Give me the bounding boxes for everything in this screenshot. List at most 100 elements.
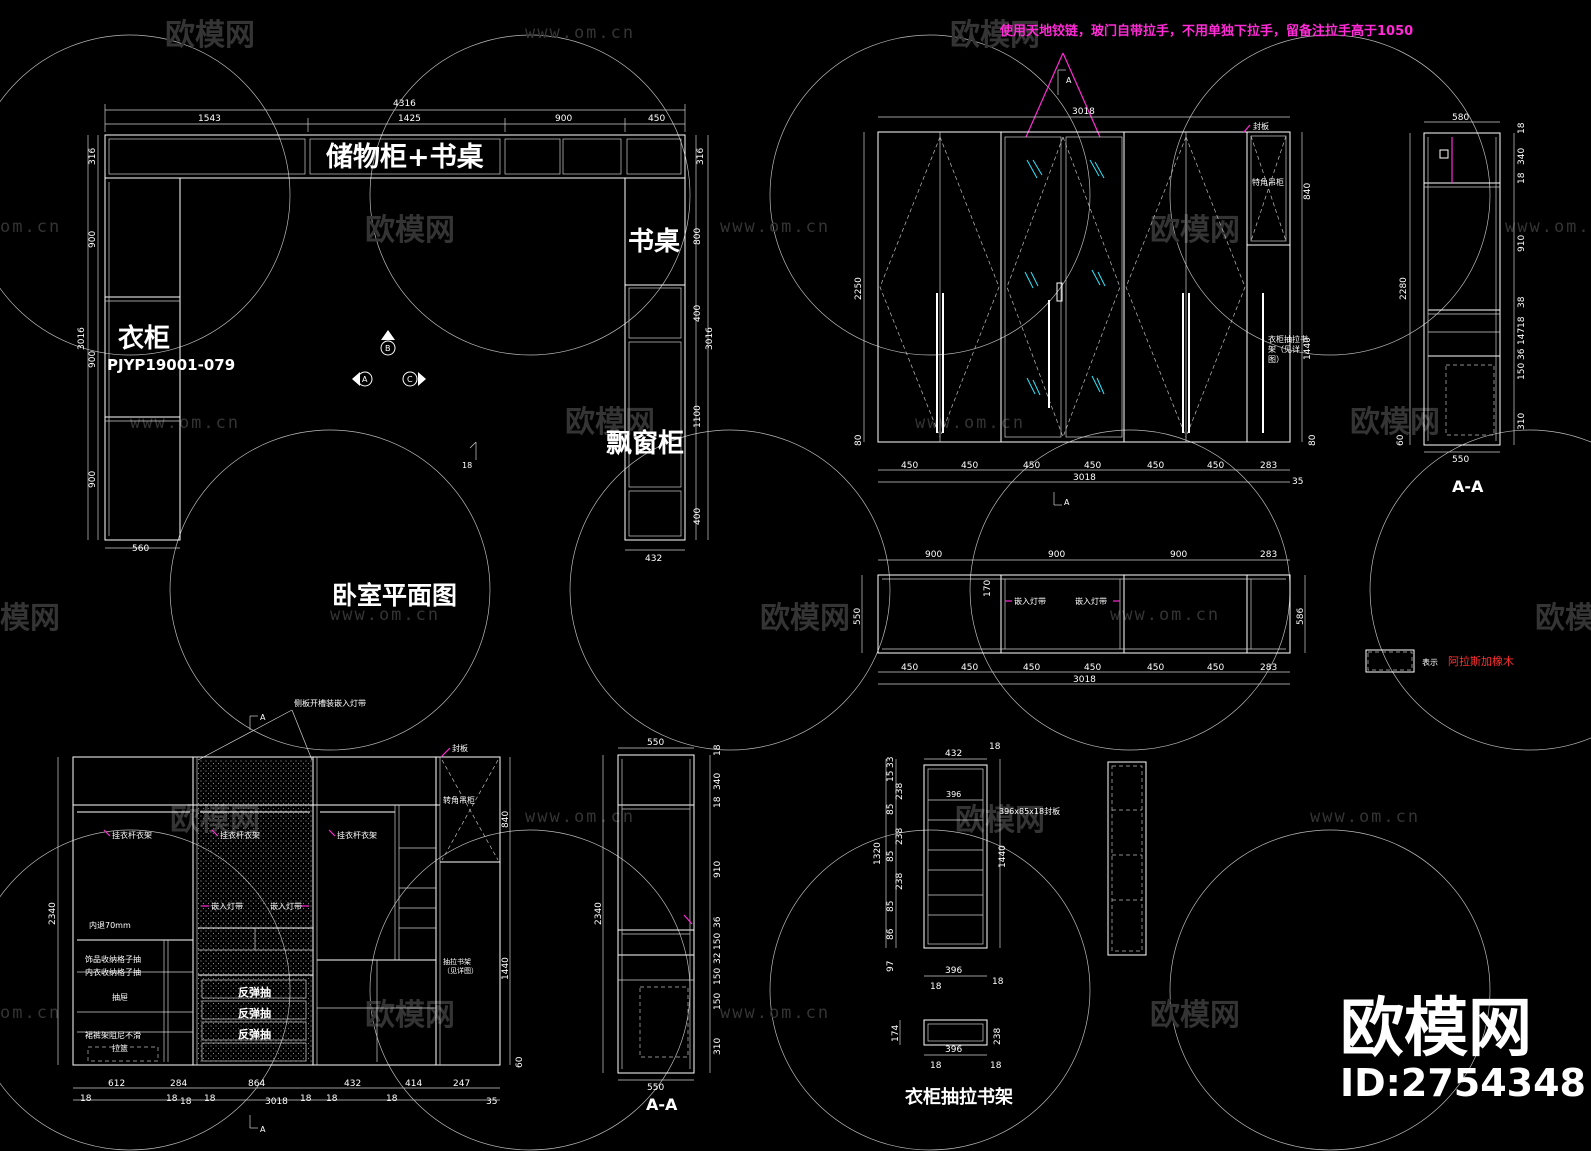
light-strip-label: 嵌入灯带: [270, 901, 302, 911]
dim: 432: [945, 749, 962, 759]
dim: 15: [886, 771, 896, 782]
underwear-drawer-label: 内衣收纳格子抽: [85, 967, 141, 977]
dim: 18: [180, 1097, 192, 1107]
watermark-brand: 模网: [0, 601, 60, 636]
svg-text:C: C: [407, 375, 413, 384]
dim: 174: [891, 1025, 901, 1042]
dim: 18: [80, 1094, 92, 1104]
dim: 450: [1207, 461, 1224, 471]
seal-label: 封板: [452, 743, 468, 753]
svg-text:B: B: [385, 344, 391, 353]
dim: 283: [1260, 550, 1277, 560]
watermark-url: www.om.cn: [1505, 217, 1591, 237]
dim: 85: [886, 901, 896, 912]
dim: 1440: [501, 957, 511, 980]
section-aa-top: 580 550 2280 60 18 340 18 910 38 18 147 …: [1396, 113, 1527, 496]
dim-total: 4316: [393, 99, 416, 109]
dim: 450: [901, 663, 918, 673]
watermark-brand: 欧模网: [760, 601, 850, 636]
dim: 450: [648, 114, 665, 124]
watermark-brand: 欧模网: [950, 18, 1040, 53]
seal-label: 封板: [1253, 121, 1269, 131]
watermark-url: www.om.cn: [1310, 807, 1420, 827]
dim: 450: [961, 461, 978, 471]
drawer-label: 抽屉: [112, 992, 128, 1002]
legend-text: 表示: [1422, 657, 1438, 667]
dim: 150: [713, 933, 723, 950]
watermark-brand: 欧模网: [565, 405, 655, 440]
dim: 900: [1048, 550, 1065, 560]
dim: 800: [693, 228, 703, 245]
dim: 147: [1517, 328, 1527, 345]
dim: 18: [713, 744, 723, 756]
dim: 35: [1292, 477, 1303, 487]
dim: 450: [961, 663, 978, 673]
watermark-url: www.om.cn: [720, 217, 830, 237]
watermark-url: www.om.cn: [130, 413, 240, 433]
dim: 283: [1260, 663, 1277, 673]
trouser-rack-label: 裙裤架阻尼不滑: [85, 1030, 141, 1040]
corner-cabinet-label: 转角吊柜: [443, 795, 475, 805]
dim: 283: [1260, 461, 1277, 471]
dim: 97: [886, 961, 896, 972]
dim: 36: [1517, 348, 1527, 360]
rod-label: 挂衣杆衣架: [112, 830, 152, 840]
dim: 1425: [398, 114, 421, 124]
dim: 36: [713, 916, 723, 928]
watermark-url: www.om.cn: [720, 1003, 830, 1023]
section-mark: A: [1066, 76, 1072, 85]
dim: 18: [166, 1094, 178, 1104]
dim: 432: [344, 1079, 361, 1089]
dim: 550: [1452, 455, 1469, 465]
dim: 60: [515, 1056, 525, 1068]
section-mark: A: [1064, 498, 1070, 507]
dim: 340: [713, 773, 723, 790]
watermark-brand: 欧模网: [1150, 998, 1240, 1033]
dim: 396: [945, 1045, 962, 1055]
dim: 2250: [854, 277, 864, 300]
watermark-url: www.om.cn: [525, 23, 635, 43]
watermark-brand: 欧模网: [365, 998, 455, 1033]
dim-total: 3018: [265, 1097, 288, 1107]
watermark-url: www.om.cn: [330, 605, 440, 625]
wardrobe-code: PJYP19001-079: [107, 356, 235, 374]
dim: 316: [88, 148, 98, 165]
dim: 18: [462, 461, 472, 470]
bay-window-label: 飘窗柜: [606, 428, 684, 459]
dim: 340: [1517, 148, 1527, 165]
dim: 18: [326, 1094, 338, 1104]
dim: 1100: [693, 405, 703, 428]
section-aa-bottom: 550 550 2340 18 340 18 910 36 150 32 150…: [594, 738, 723, 1114]
dim: 18: [204, 1094, 216, 1104]
view-marker-a: A: [352, 371, 373, 387]
dim: 150: [1517, 363, 1527, 380]
dim: 150: [713, 993, 723, 1010]
dim: 2340: [48, 902, 58, 925]
dim: 580: [1452, 113, 1469, 123]
watermark-url: om.cn: [0, 1003, 61, 1023]
hanging-cabinet-label: 特角吊柜: [1252, 177, 1284, 187]
dim: 18: [992, 977, 1004, 987]
dim: 550: [647, 1083, 664, 1093]
seal-note: 396x85x18封板: [999, 806, 1060, 816]
dim-total: 3016: [77, 327, 87, 350]
watermark-brand: 欧模网: [1535, 601, 1591, 636]
dim: 840: [1303, 183, 1313, 200]
dim: 864: [248, 1079, 265, 1089]
push-drawer-label: 反弹抽: [238, 985, 271, 999]
dim: 900: [555, 114, 572, 124]
dim: 18: [930, 982, 942, 992]
dim: 316: [696, 148, 706, 165]
section-mark: A: [260, 713, 266, 722]
dim: 35: [486, 1097, 497, 1107]
rod-label: 挂衣杆衣架: [337, 830, 377, 840]
wardrobe-label: 衣柜: [118, 323, 170, 354]
dim: 900: [1170, 550, 1187, 560]
pull-shelf-note: 衣柜抽拉书架（见详图）: [1268, 335, 1308, 364]
top-plan-strip: 900 900 900 283 嵌入灯带 嵌入灯带 170 550 586 45…: [853, 550, 1306, 685]
dim: 432: [645, 554, 662, 564]
legend-material: 阿拉斯加橡木: [1448, 654, 1514, 668]
light-strip-label: 嵌入灯带: [1075, 596, 1107, 606]
asset-id: ID:2754348: [1340, 1061, 1586, 1105]
section-mark: A: [260, 1125, 266, 1134]
